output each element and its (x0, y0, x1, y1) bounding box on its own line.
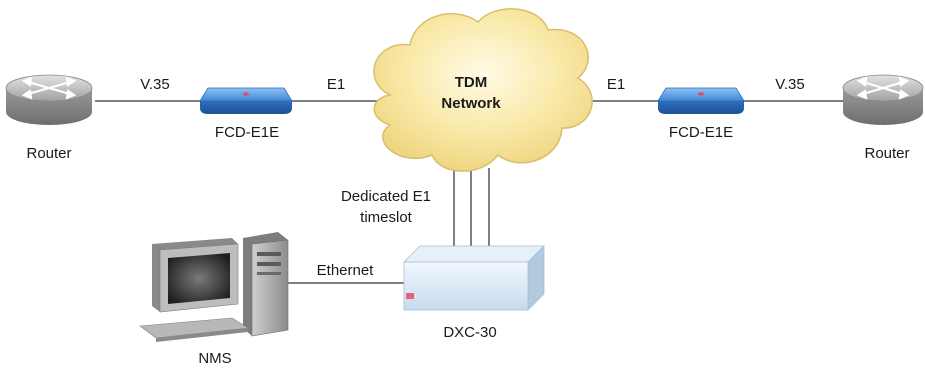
router-icon (842, 74, 924, 125)
left-router: Router (5, 74, 93, 162)
left-e1-label: E1 (327, 76, 345, 93)
tdm-network-cloud: TDM Network (373, 8, 593, 172)
right-v35-label: V.35 (775, 76, 804, 93)
left-fcd-label: FCD-E1E (215, 124, 279, 141)
nms-workstation: NMS (139, 232, 289, 367)
right-router-label: Router (864, 145, 909, 162)
dedicated-label-line1: Dedicated E1 (341, 188, 431, 205)
ethernet-label: Ethernet (317, 262, 375, 279)
cloud-title-line2: Network (441, 95, 501, 112)
cloud-title-line1: TDM (455, 74, 488, 91)
right-router: Router (842, 74, 924, 162)
dxc-label: DXC-30 (443, 324, 496, 341)
left-v35-label: V.35 (140, 76, 169, 93)
right-fcd-label: FCD-E1E (669, 124, 733, 141)
left-fcd-e1e-device: FCD-E1E (199, 87, 293, 141)
right-e1-label: E1 (607, 76, 625, 93)
dxc-30-device: DXC-30 (403, 245, 545, 341)
multiplexer-icon (403, 245, 545, 311)
computer-icon (139, 232, 289, 342)
left-router-label: Router (26, 145, 71, 162)
right-fcd-e1e-device: FCD-E1E (657, 87, 745, 141)
dedicated-label-line2: timeslot (360, 209, 413, 226)
modem-icon (657, 87, 745, 114)
modem-icon (199, 87, 293, 114)
router-icon (5, 74, 93, 125)
nms-label: NMS (198, 350, 231, 367)
